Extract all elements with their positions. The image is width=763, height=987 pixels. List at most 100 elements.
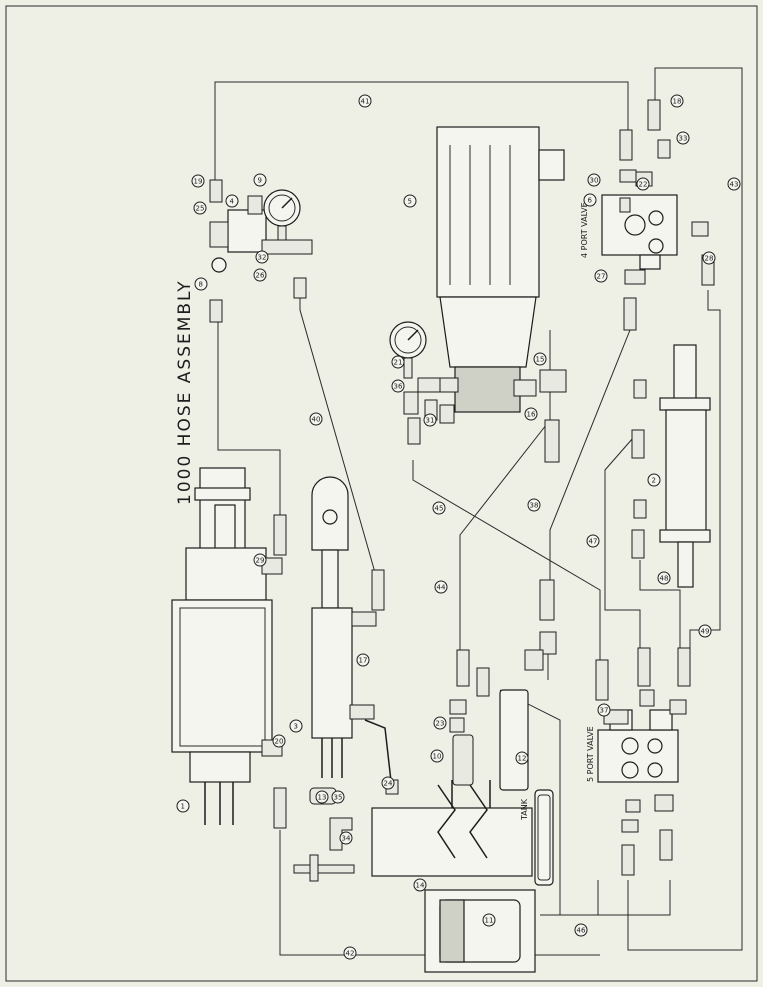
balloon-17: 17 bbox=[356, 653, 370, 667]
balloon-16: 16 bbox=[524, 407, 538, 421]
balloon-3: 3 bbox=[289, 719, 303, 733]
pressure-gauge-pump bbox=[389, 321, 427, 379]
balloon-29: 29 bbox=[253, 553, 267, 567]
hose-45 bbox=[412, 460, 601, 660]
svg-text:40: 40 bbox=[312, 416, 321, 424]
svg-text:44: 44 bbox=[437, 584, 446, 592]
balloon-20: 20 bbox=[272, 734, 286, 748]
hose-end-fittings bbox=[209, 99, 715, 882]
balloon-40: 40 bbox=[309, 412, 323, 426]
svg-text:1: 1 bbox=[181, 803, 185, 811]
svg-text:26: 26 bbox=[256, 272, 265, 280]
balloon-32: 32 bbox=[255, 250, 269, 264]
svg-text:12: 12 bbox=[518, 755, 527, 763]
pressure-gauge-top bbox=[263, 189, 301, 241]
balloon-15: 15 bbox=[533, 352, 547, 366]
balloon-callouts: 1 2 3 4 5 6 8 9 10 11 12 13 14 15 16 17 … bbox=[176, 94, 741, 960]
hose-38 bbox=[549, 329, 631, 600]
svg-text:29: 29 bbox=[256, 557, 265, 565]
balloon-38: 38 bbox=[527, 498, 541, 512]
svg-text:32: 32 bbox=[258, 254, 267, 262]
balloon-19: 19 bbox=[191, 174, 205, 188]
electric-motor bbox=[436, 126, 565, 413]
balloon-18: 18 bbox=[670, 94, 684, 108]
balloon-33: 33 bbox=[676, 131, 690, 145]
balloon-4: 4 bbox=[225, 194, 239, 208]
drawing-title: 1000 HOSE ASSEMBLY bbox=[175, 279, 195, 505]
svg-text:24: 24 bbox=[384, 780, 393, 788]
svg-text:10: 10 bbox=[433, 753, 442, 761]
sheet-border bbox=[5, 5, 758, 982]
svg-text:42: 42 bbox=[346, 950, 355, 958]
balloon-34: 34 bbox=[339, 831, 353, 845]
balloon-42: 42 bbox=[343, 946, 357, 960]
svg-text:47: 47 bbox=[589, 538, 598, 546]
balloon-13: 13 bbox=[315, 790, 329, 804]
balloon-2: 2 bbox=[647, 473, 661, 487]
balloon-45: 45 bbox=[432, 501, 446, 515]
lift-cylinder bbox=[171, 467, 273, 825]
relief-valve-block bbox=[209, 195, 313, 273]
svg-text:27: 27 bbox=[597, 273, 606, 281]
balloon-49: 49 bbox=[698, 624, 712, 638]
hose-48 bbox=[639, 560, 681, 650]
svg-text:19: 19 bbox=[194, 178, 203, 186]
svg-text:41: 41 bbox=[361, 98, 370, 106]
svg-text:2: 2 bbox=[652, 477, 656, 485]
balloon-14: 14 bbox=[413, 878, 427, 892]
balloon-27: 27 bbox=[594, 269, 608, 283]
power-unit-box bbox=[424, 889, 536, 973]
balloon-28: 28 bbox=[702, 251, 716, 265]
five-port-valve bbox=[597, 709, 679, 783]
svg-text:34: 34 bbox=[342, 835, 351, 843]
svg-text:38: 38 bbox=[530, 502, 539, 510]
balloon-43: 43 bbox=[727, 177, 741, 191]
balloon-8: 8 bbox=[194, 277, 208, 291]
balloon-11: 11 bbox=[482, 913, 496, 927]
svg-text:9: 9 bbox=[258, 177, 262, 185]
svg-text:5: 5 bbox=[408, 198, 412, 206]
balloon-31: 31 bbox=[423, 413, 437, 427]
balloon-30: 30 bbox=[587, 173, 601, 187]
svg-text:33: 33 bbox=[679, 135, 688, 143]
tank-label: TANK bbox=[520, 798, 529, 821]
svg-text:28: 28 bbox=[705, 255, 714, 263]
balloon-37: 37 bbox=[597, 703, 611, 717]
svg-text:45: 45 bbox=[435, 505, 444, 513]
balloon-25: 25 bbox=[193, 201, 207, 215]
filter bbox=[499, 689, 529, 791]
svg-text:21: 21 bbox=[394, 359, 403, 367]
svg-text:30: 30 bbox=[590, 177, 599, 185]
svg-text:22: 22 bbox=[639, 181, 648, 189]
balloon-10: 10 bbox=[430, 749, 444, 763]
svg-text:43: 43 bbox=[730, 181, 739, 189]
balloon-41: 41 bbox=[358, 94, 372, 108]
svg-text:8: 8 bbox=[199, 281, 203, 289]
hose-43 bbox=[627, 67, 743, 951]
svg-text:14: 14 bbox=[416, 882, 425, 890]
five-port-valve-label: 5 PORT VALVE bbox=[586, 726, 595, 782]
boom-cylinder bbox=[659, 344, 711, 588]
svg-text:25: 25 bbox=[196, 205, 205, 213]
svg-text:4: 4 bbox=[230, 198, 235, 206]
svg-text:13: 13 bbox=[318, 794, 327, 802]
svg-text:46: 46 bbox=[577, 927, 586, 935]
balloon-35: 35 bbox=[331, 790, 345, 804]
svg-text:15: 15 bbox=[536, 356, 545, 364]
svg-text:35: 35 bbox=[334, 794, 343, 802]
svg-text:6: 6 bbox=[588, 197, 593, 205]
balloon-22: 22 bbox=[636, 177, 650, 191]
balloon-12: 12 bbox=[515, 751, 529, 765]
svg-text:11: 11 bbox=[485, 917, 494, 925]
four-port-valve bbox=[601, 194, 678, 270]
hose-40 bbox=[299, 295, 381, 591]
hose-39 bbox=[217, 320, 281, 520]
svg-text:37: 37 bbox=[600, 707, 609, 715]
hydraulic-tank bbox=[371, 780, 554, 886]
balloon-26: 26 bbox=[253, 268, 267, 282]
hose-inner bbox=[540, 880, 599, 916]
balloon-23: 23 bbox=[433, 716, 447, 730]
svg-text:48: 48 bbox=[660, 575, 669, 583]
